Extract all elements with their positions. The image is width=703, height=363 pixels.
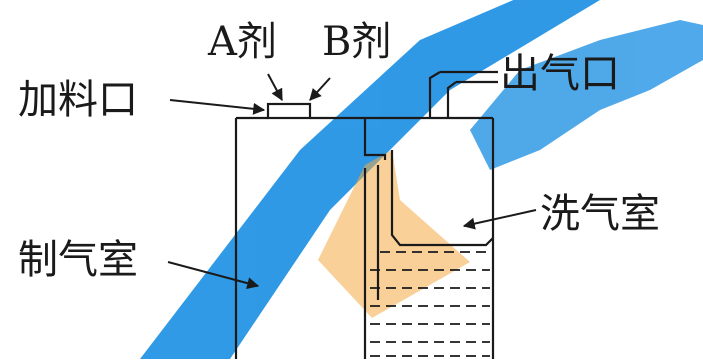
- liquid: [370, 251, 490, 357]
- arrow-reagent-a: [267, 73, 283, 102]
- watermark-blue-letters: [470, 20, 703, 170]
- label-reagent-b: B剂: [322, 19, 392, 65]
- wash-chamber-inner-vessel: [390, 150, 494, 247]
- outlet-pipe-left: [428, 71, 441, 118]
- label-production-chamber: 制气室: [18, 237, 138, 283]
- watermark-orange-shape: [318, 150, 470, 318]
- vessel: [234, 70, 498, 359]
- label-wash-chamber: 洗气室: [540, 191, 660, 237]
- arrow-reagent-b: [309, 77, 331, 101]
- label-gas-outlet: 出气口: [500, 51, 620, 97]
- arrow-feed-port: [169, 99, 266, 115]
- partition-top: [363, 118, 387, 160]
- watermark-blue-swoosh: [140, 0, 600, 359]
- feed-port-cap: [266, 102, 312, 120]
- arrow-production-chamber: [167, 261, 260, 290]
- label-reagent-a: A剂: [208, 19, 277, 65]
- arrow-wash-chamber: [462, 209, 537, 230]
- label-feed-port: 加料口: [18, 77, 138, 123]
- watermark: [140, 0, 703, 359]
- outlet-pipe-right: [446, 81, 457, 118]
